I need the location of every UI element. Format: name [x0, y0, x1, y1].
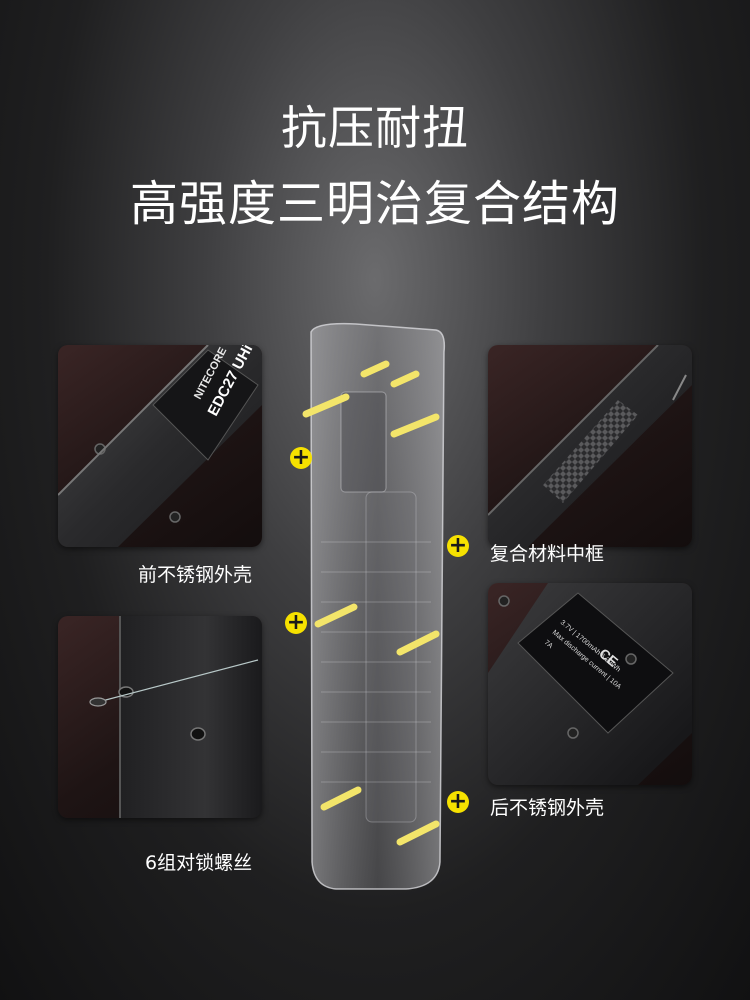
- transparent-flashlight-illustration: [302, 322, 446, 890]
- caption-front-shell: 前不锈钢外壳: [138, 564, 253, 586]
- screw: [396, 630, 440, 656]
- plus-marker: +: [290, 445, 312, 470]
- screws-photo: [58, 616, 262, 818]
- internal-core: [365, 491, 417, 823]
- screw-hole: [118, 686, 134, 698]
- back-shell-photo: 3.7V | 1700mAh 6.29Wh Max discharge curr…: [488, 583, 692, 785]
- middle-frame-illustration: [488, 345, 692, 547]
- screw-group: [302, 360, 440, 846]
- screw: [390, 413, 440, 438]
- screw-head: [169, 511, 181, 523]
- caption-back-shell: 后不锈钢外壳: [490, 797, 605, 819]
- clip-window: [340, 391, 387, 493]
- screw: [396, 820, 440, 846]
- plus-marker: +: [285, 610, 307, 635]
- current-spec-text: 7A: [543, 639, 554, 650]
- plus-marker: +: [447, 533, 469, 558]
- front-shell-illustration: NITECORE EDC27 UHi: [58, 345, 262, 547]
- screw: [320, 786, 362, 811]
- edge-highlight: [58, 345, 209, 496]
- grip-texture: [543, 400, 638, 503]
- back-shell-illustration: 3.7V | 1700mAh 6.29Wh Max discharge curr…: [488, 583, 692, 785]
- loose-screw: [89, 697, 107, 707]
- device-shell-outline: [310, 322, 446, 890]
- alignment-line: [97, 659, 259, 703]
- screw-head: [498, 595, 510, 607]
- internal-ribs: [321, 541, 431, 783]
- screw-head: [625, 653, 637, 665]
- shell-side: [120, 616, 262, 818]
- edge-highlight: [488, 345, 659, 516]
- plus-marker: +: [447, 789, 469, 814]
- screws-illustration: [89, 616, 262, 818]
- screw: [360, 360, 390, 378]
- screw-hole: [190, 727, 206, 741]
- front-shell-photo: NITECORE EDC27 UHi: [58, 345, 262, 547]
- headline-line-2: 高强度三明治复合结构: [129, 176, 620, 232]
- screw: [314, 603, 358, 628]
- clip-plate: [152, 349, 259, 461]
- label-plate: [517, 592, 674, 734]
- screw: [390, 370, 420, 388]
- clip-edge: [672, 374, 687, 401]
- caption-screws: 6组对锁螺丝: [145, 852, 253, 874]
- middle-frame-photo: [488, 345, 692, 547]
- screw: [302, 393, 350, 418]
- caption-middle-frame: 复合材料中框: [490, 543, 605, 565]
- headline-line-1: 抗压耐扭: [281, 101, 469, 155]
- screw-head: [567, 727, 579, 739]
